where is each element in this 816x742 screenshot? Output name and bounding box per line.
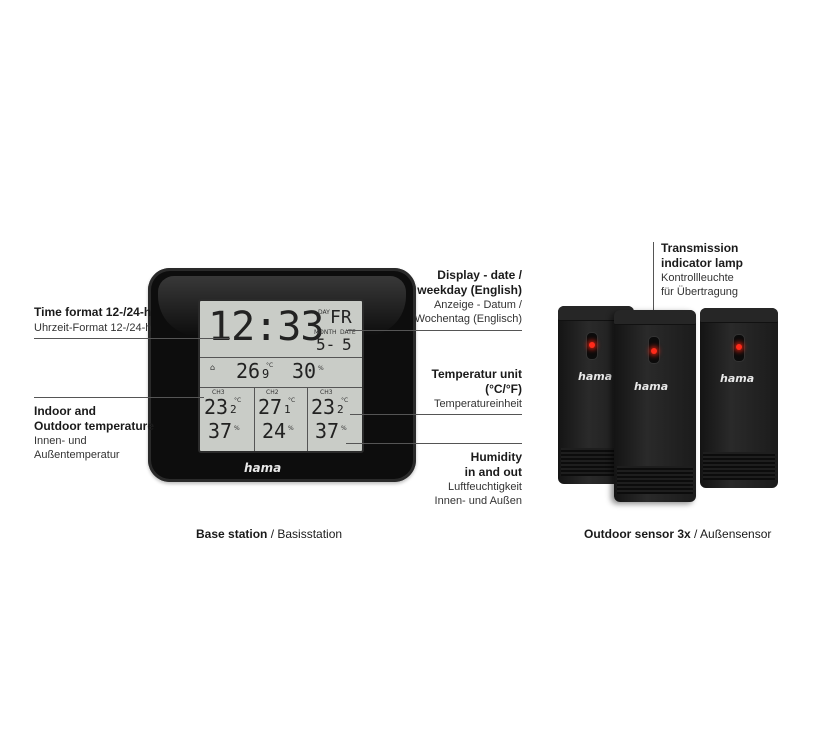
callout-time-format-sub: Uhrzeit-Format 12-/24-h [34, 322, 152, 334]
lcd-weekday: FR [330, 307, 352, 328]
channel-3-temp-unit: °C [341, 397, 349, 404]
channel-2-temp: 27 [258, 395, 283, 419]
callout-transmission-sub-2: für Übertragung [661, 286, 739, 298]
lcd-month-label: MONTH [314, 329, 337, 336]
channel-1-humidity-unit: % [234, 425, 240, 432]
channel-3-humidity-unit: % [341, 425, 347, 432]
channel-1-temp: 23 [204, 395, 229, 419]
callout-transmission-sub-1: Kontrollleuchte [661, 272, 734, 284]
caption-base-bold: Base station [196, 527, 268, 541]
transmission-led-icon [736, 344, 742, 350]
lcd-time: 12:33 [208, 304, 324, 350]
callout-temp-unit-title-2: (°C/°F) [485, 382, 522, 396]
lcd-weekday-label: DAY [318, 309, 330, 316]
indoor-temp-dec: 9 [262, 367, 270, 381]
callout-temp-unit-sub: Temperatureinheit [433, 398, 522, 410]
sensor-logo: hama [720, 372, 755, 385]
caption-base-sep: / [267, 527, 278, 541]
callout-indoor-outdoor-sub-1: Innen- und [34, 435, 87, 447]
outdoor-sensor-right: hama [700, 308, 778, 488]
channel-2-temp-dec: 1 [284, 403, 291, 416]
transmission-led-icon [589, 342, 595, 348]
channel-3-temp-dec: 2 [337, 403, 344, 416]
lcd-divider [200, 387, 362, 388]
channel-1-temp-unit: °C [234, 397, 242, 404]
indoor-humidity-unit: % [318, 365, 324, 372]
indoor-temp: 26 [236, 359, 261, 383]
callout-display-title-2: weekday (English) [417, 283, 522, 297]
lcd-channel-divider [254, 387, 255, 451]
caption-base-normal: Basisstation [277, 527, 343, 541]
indoor-temp-unit: °C [266, 362, 274, 369]
channel-1-label: CH3 [212, 389, 225, 396]
indoor-humidity: 30 [292, 359, 317, 383]
callout-display-sub-2: Wochentag (Englisch) [414, 313, 522, 325]
transmission-led-icon [651, 348, 657, 354]
lcd-channel-divider [307, 387, 308, 451]
caption-sensor-normal: Außensensor [700, 527, 772, 541]
leader-line-time [34, 338, 230, 339]
house-icon: ⌂ [210, 363, 216, 372]
channel-3-label: CH3 [320, 389, 333, 396]
sensor-logo: hama [578, 370, 613, 383]
leader-line-temperature [34, 397, 204, 398]
outdoor-sensor-center: hama [614, 310, 696, 502]
caption-sensor-sep: / [690, 527, 701, 541]
channel-2-label: CH2 [266, 389, 279, 396]
lcd-date: 5 [342, 335, 352, 354]
callout-indoor-outdoor-title-1: Indoor and [34, 404, 96, 418]
callout-humidity-sub-1: Luftfeuchtigkeit [448, 481, 522, 493]
callout-humidity-title-1: Humidity [470, 450, 522, 464]
callout-humidity-sub-2: Innen- und Außen [434, 495, 522, 507]
station-logo: hama [244, 461, 282, 475]
callout-display-sub-1: Anzeige - Datum / [433, 299, 522, 311]
channel-1-temp-dec: 2 [230, 403, 237, 416]
callout-display-title-1: Display - date / [437, 268, 522, 282]
callout-indoor-outdoor-title-2: Outdoor temperature [34, 419, 155, 433]
callout-time-format-title: Time format 12-/24-h [34, 305, 152, 319]
callout-temp-unit-title-1: Temperatur unit [431, 367, 522, 381]
callout-transmission-title-1: Transmission [661, 241, 739, 255]
channel-3-temp: 23 [311, 395, 336, 419]
caption-base-station: Base station / Basisstation [196, 527, 342, 541]
sensor-logo: hama [634, 380, 669, 393]
channel-1-humidity: 37 [208, 419, 233, 443]
leader-line-temp-unit [350, 414, 522, 415]
callout-humidity-title-2: in and out [464, 465, 522, 479]
channel-2-temp-unit: °C [288, 397, 296, 404]
lcd-display: 12:33 DAY FR MONTH DATE 5- 5 ⌂ 26 9 °C 3… [198, 299, 364, 453]
channel-3-humidity: 37 [315, 419, 340, 443]
leader-line-transmission [653, 242, 654, 342]
callout-transmission-title-2: indicator lamp [661, 256, 744, 270]
lcd-divider [200, 357, 362, 358]
caption-outdoor-sensor: Outdoor sensor 3x / Außensensor [584, 527, 771, 541]
caption-sensor-bold: Outdoor sensor 3x [584, 527, 691, 541]
lcd-date-label: DATE [340, 329, 356, 336]
lcd-month: 5- [316, 335, 336, 354]
leader-line-humidity [346, 443, 522, 444]
leader-line-display [346, 330, 522, 331]
callout-indoor-outdoor-sub-2: Außentemperatur [34, 449, 120, 461]
channel-2-humidity: 24 [262, 419, 287, 443]
channel-2-humidity-unit: % [288, 425, 294, 432]
